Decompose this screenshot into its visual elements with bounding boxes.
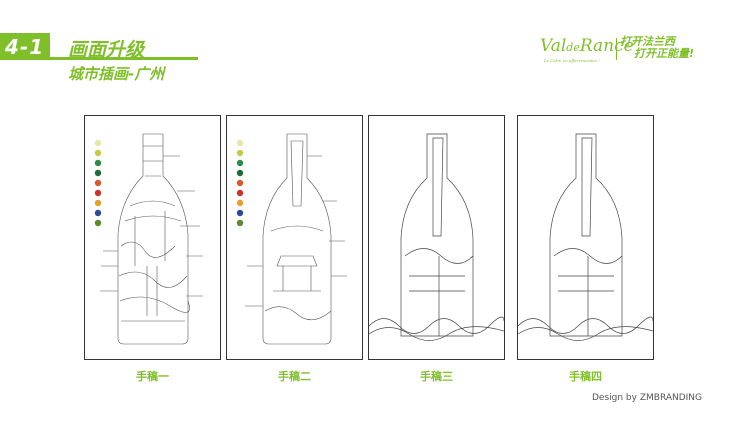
design-credit: Design by ZMBRANDING [592, 393, 703, 403]
color-swatch [236, 209, 244, 217]
brand-name: ValdeRance [540, 36, 634, 56]
color-swatches [94, 139, 102, 227]
brand-name-part-3: Rance [579, 36, 634, 56]
color-swatch [236, 169, 244, 177]
sketch-panel-3 [368, 115, 505, 360]
bottle-sketch-1 [94, 133, 203, 345]
brand-name-part-2: de [566, 41, 580, 54]
color-swatch [236, 159, 244, 167]
color-swatches [236, 139, 244, 227]
sketch-panel-1 [84, 115, 221, 360]
logo-divider [616, 38, 617, 60]
color-swatch [94, 149, 102, 157]
color-swatch [236, 149, 244, 157]
brand-slogan-line-1: 打开法兰西 [620, 35, 675, 48]
color-swatch [94, 189, 102, 197]
color-swatch [236, 139, 244, 147]
color-swatch [94, 169, 102, 177]
color-swatch [94, 159, 102, 167]
bottle-sketch-4 [518, 133, 653, 341]
sketch-panel-4 [517, 115, 654, 360]
brand-logo: ValdeRance Le Cidre en effervescence ! 打… [540, 34, 700, 66]
color-swatch [236, 179, 244, 187]
color-swatch [94, 199, 102, 207]
color-swatch [94, 209, 102, 217]
brand-slogan-line-2: 打开正能量! [634, 47, 695, 60]
color-swatch [94, 179, 102, 187]
sketch-caption-3: 手稿三 [420, 370, 453, 383]
sketch-caption-4: 手稿四 [569, 370, 602, 383]
sketch-panel-2 [226, 115, 363, 360]
color-swatch [236, 219, 244, 227]
header-underline [50, 57, 198, 60]
page-subtitle: 城市插画-广州 [68, 65, 165, 83]
brand-tagline: Le Cidre en effervescence ! [544, 58, 600, 63]
bottle-sketch-2 [236, 133, 347, 345]
sketch-caption-2: 手稿二 [278, 370, 311, 383]
color-swatch [94, 139, 102, 147]
color-swatch [236, 199, 244, 207]
section-number-badge: 4-1 [0, 33, 50, 60]
brand-slogan: 打开法兰西 打开正能量! [620, 36, 694, 60]
color-swatch [94, 219, 102, 227]
color-swatch [236, 189, 244, 197]
brand-name-part-1: Val [540, 36, 567, 56]
page-title: 画面升级 [68, 39, 145, 61]
section-number: 4-1 [5, 35, 45, 59]
bottle-sketch-3 [369, 133, 504, 341]
sketch-caption-1: 手稿一 [136, 370, 169, 383]
